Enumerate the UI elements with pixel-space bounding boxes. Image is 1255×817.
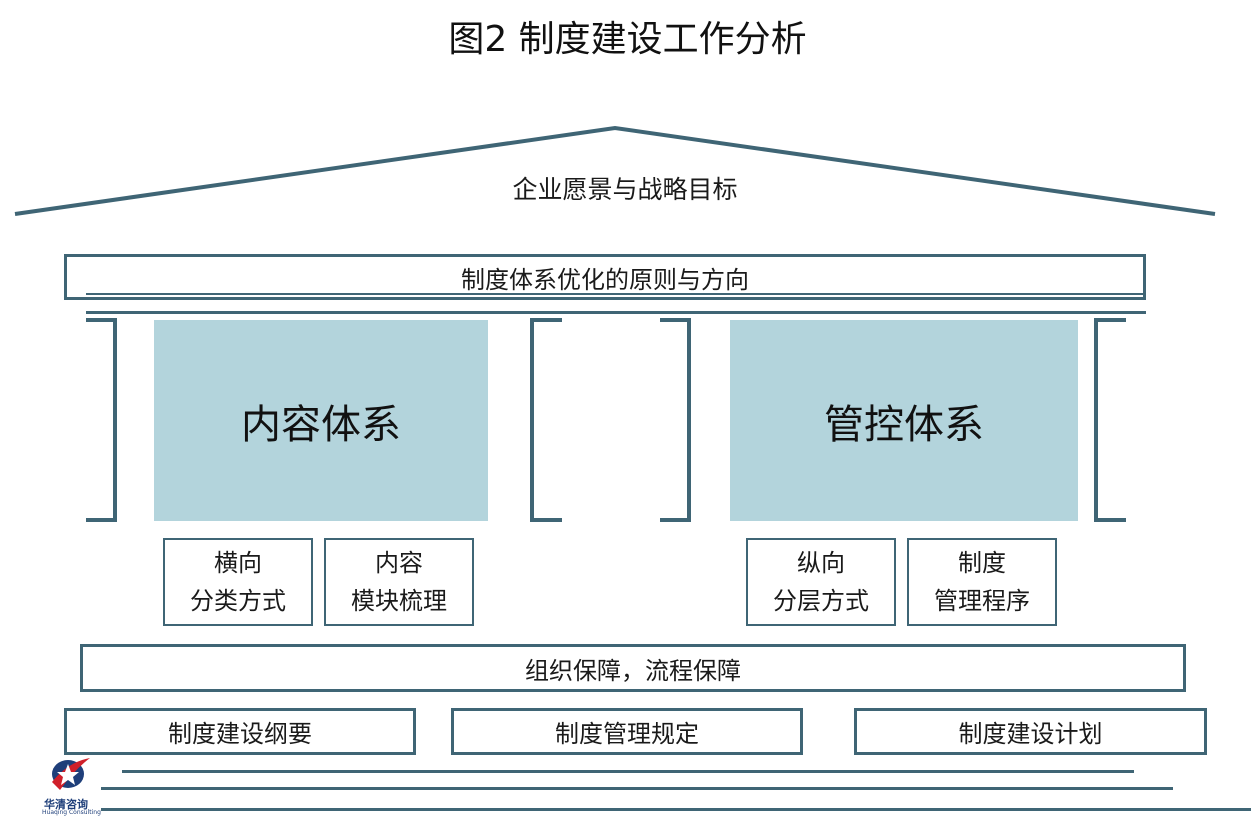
sub-box-line1: 纵向 (797, 549, 845, 577)
foundation-line-2 (101, 787, 1173, 790)
guarantee-label: 组织保障，流程保障 (525, 656, 741, 685)
content-system-panel: 内容体系 (154, 320, 488, 521)
base-box-outline: 制度建设纲要 (64, 708, 416, 755)
sub-box-line2: 分类方式 (190, 587, 286, 615)
foundation-line-3 (101, 808, 1251, 811)
roof-label: 企业愿景与战略目标 (512, 175, 738, 204)
base-box-plan: 制度建设计划 (854, 708, 1207, 755)
sub-box-line2: 管理程序 (934, 587, 1030, 615)
sub-box-line1: 内容 (375, 549, 423, 577)
base-box-label: 制度建设纲要 (168, 720, 312, 748)
principles-label: 制度体系优化的原则与方向 (461, 265, 749, 294)
diagram-title: 图2 制度建设工作分析 (448, 19, 807, 60)
sub-box-horizontal-classification: 横向 分类方式 (163, 538, 313, 626)
sub-box-vertical-layering: 纵向 分层方式 (746, 538, 896, 626)
sub-box-line1: 横向 (214, 549, 262, 577)
sub-box-line1: 制度 (958, 549, 1006, 577)
beam-line-bottom (86, 311, 1146, 314)
roof-outline (14, 125, 1216, 216)
guarantee-bar: 组织保障，流程保障 (80, 644, 1186, 692)
control-system-panel: 管控体系 (730, 320, 1078, 521)
sub-box-content-modules: 内容 模块梳理 (324, 538, 474, 626)
content-system-label: 内容体系 (241, 401, 401, 448)
sub-box-management-procedures: 制度 管理程序 (907, 538, 1057, 626)
sub-box-line2: 模块梳理 (351, 587, 447, 615)
principles-bar: 制度体系优化的原则与方向 (64, 254, 1146, 300)
logo-subtitle: Huaqing Consulting (42, 809, 101, 816)
base-box-label: 制度建设计划 (958, 720, 1103, 748)
base-box-label: 制度管理规定 (555, 720, 699, 748)
beam-line-top (86, 293, 1146, 295)
logo-name: 华清咨询 (44, 798, 88, 811)
company-logo: 华清咨询 Huaqing Consulting (38, 752, 102, 816)
sub-box-line2: 分层方式 (773, 587, 869, 615)
logo-emblem-icon (52, 758, 90, 790)
base-box-regulation: 制度管理规定 (451, 708, 803, 755)
control-system-label: 管控体系 (824, 401, 984, 448)
foundation-line-1 (122, 770, 1134, 773)
